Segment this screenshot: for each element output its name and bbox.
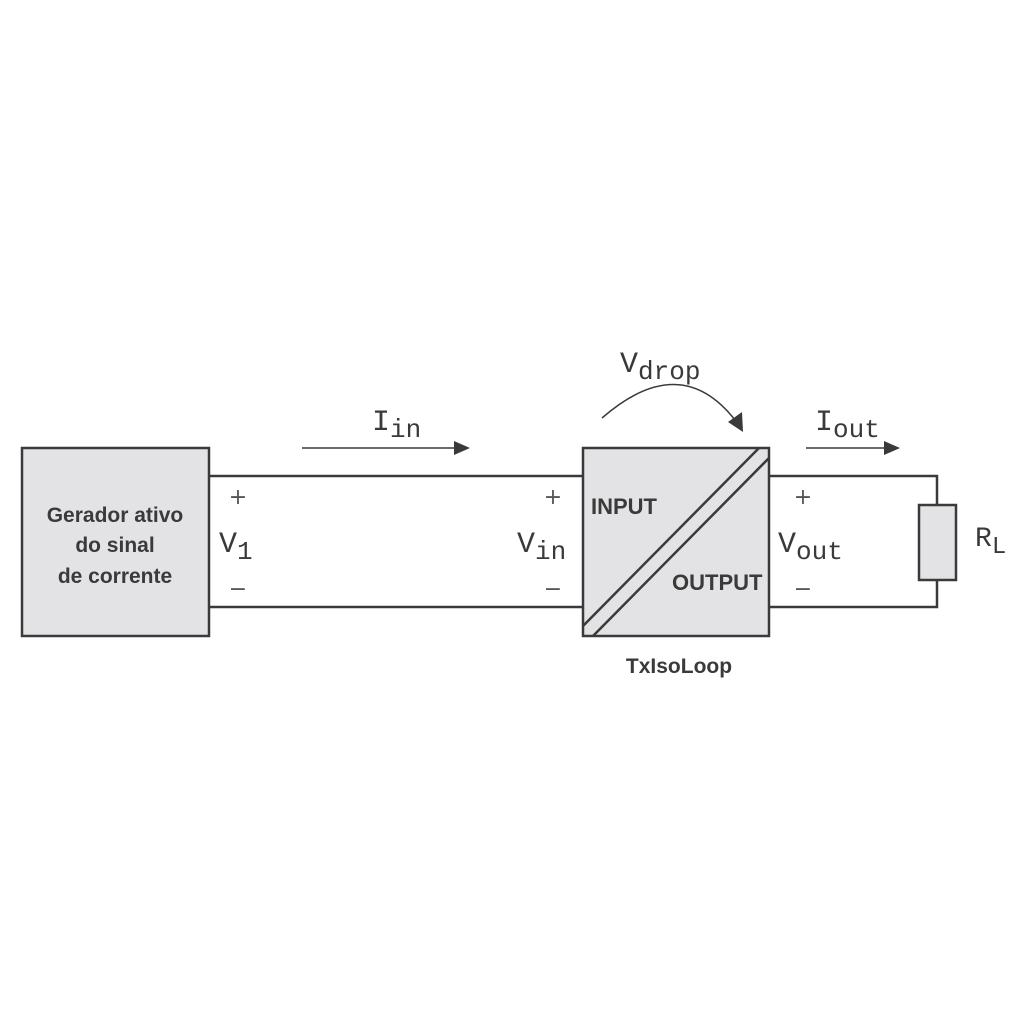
- vout-plus-sign: +: [794, 485, 812, 510]
- vout-minus-sign: −: [794, 577, 812, 602]
- generator-label-line3: de corrente: [58, 565, 172, 588]
- vin-label: Vin: [517, 528, 566, 567]
- vin-minus-sign: −: [544, 577, 562, 602]
- iin-label: Iin: [372, 406, 421, 445]
- v1-minus-sign: −: [229, 577, 247, 602]
- isolator-name: TxIsoLoop: [626, 655, 732, 678]
- top-wire-right: [769, 474, 939, 505]
- iout-label: Iout: [815, 406, 880, 445]
- vdrop-label: Vdrop: [620, 348, 700, 387]
- vdrop-arrowhead: [728, 412, 743, 432]
- isolator-diagonal-1: [582, 447, 760, 627]
- isolator-output-label: OUTPUT: [672, 570, 763, 595]
- vin-plus-sign: +: [544, 485, 562, 510]
- generator-label-line1: Gerador ativo: [47, 504, 184, 527]
- bottom-wire-right: [769, 580, 939, 609]
- current-generator-block: Gerador ativo do sinal de corrente: [20, 446, 211, 638]
- isolator-diagonal-2: [592, 457, 770, 637]
- v1-plus-sign: +: [229, 485, 247, 510]
- generator-label-line2: do sinal: [75, 534, 154, 557]
- vout-label: Vout: [778, 528, 843, 567]
- rl-label: RL: [975, 524, 1006, 561]
- isolator-block: INPUT OUTPUT: [581, 446, 771, 638]
- v1-label: V1: [219, 528, 253, 567]
- vdrop-arc: [601, 383, 736, 421]
- load-resistor: [917, 503, 958, 582]
- iin-arrowhead: [454, 441, 470, 455]
- iout-arrowhead: [884, 441, 900, 455]
- isolator-input-label: INPUT: [591, 494, 658, 519]
